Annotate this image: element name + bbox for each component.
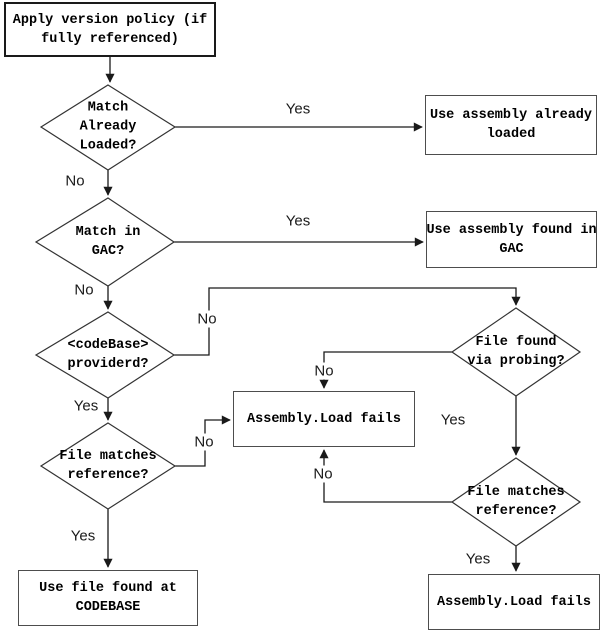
process-apply-version-policy: Apply version policy (if fully reference…: [4, 2, 216, 57]
edge-codebase-no: [174, 287, 521, 356]
process-use-file-found-at-codebase: Use file found at CODEBASE: [18, 570, 198, 626]
decision-shape-match-already-loaded: [39, 84, 177, 171]
decision-shape-file-matches-left: [39, 422, 177, 510]
edge-probing-no: [319, 351, 452, 389]
edge-file-matches-right-no: [319, 449, 452, 503]
edge-label-probing-yes: Yes: [437, 411, 469, 429]
edge-label-probing-no: No: [311, 362, 337, 380]
process-assembly-load-fails-bottom: Assembly.Load fails: [428, 574, 600, 630]
decision-match-in-gac: Match in GAC?: [75, 225, 141, 259]
decision-file-found-via-probing: File found via probing?: [467, 335, 565, 369]
edge-label-file-matches-right-yes: Yes: [462, 550, 494, 568]
edge-label-file-matches-left-no: No: [191, 433, 217, 451]
decision-file-matches-reference-right: File matches reference?: [467, 485, 565, 519]
decision-shape-codebase-provided: [34, 311, 176, 399]
edge-label-match-gac-yes: Yes: [282, 212, 314, 230]
decision-shape-file-matches-right: [450, 457, 582, 547]
edge-label-codebase-yes: Yes: [70, 397, 102, 415]
edge-label-match-gac-no: No: [71, 281, 97, 299]
decision-shape-match-in-gac: [34, 197, 176, 287]
edge-label-file-matches-left-yes: Yes: [67, 527, 99, 545]
edge-label-match-loaded-yes: Yes: [282, 100, 314, 118]
decision-codebase-provided: <codeBase> providerd?: [67, 338, 149, 372]
process-use-assembly-found-in-gac: Use assembly found in GAC: [426, 211, 597, 268]
edge-label-match-loaded-no: No: [62, 172, 88, 190]
decision-match-already-loaded: Match Already Loaded?: [79, 100, 137, 154]
decision-shape-file-found-probing: [450, 307, 582, 397]
decisions: [34, 84, 582, 547]
process-assembly-load-fails-middle: Assembly.Load fails: [233, 391, 415, 447]
process-use-assembly-already-loaded: Use assembly already loaded: [425, 95, 597, 155]
decision-file-matches-reference-left: File matches reference?: [59, 449, 157, 483]
edge-label-codebase-no: No: [194, 310, 220, 328]
edge-label-file-matches-right-no: No: [310, 465, 336, 483]
